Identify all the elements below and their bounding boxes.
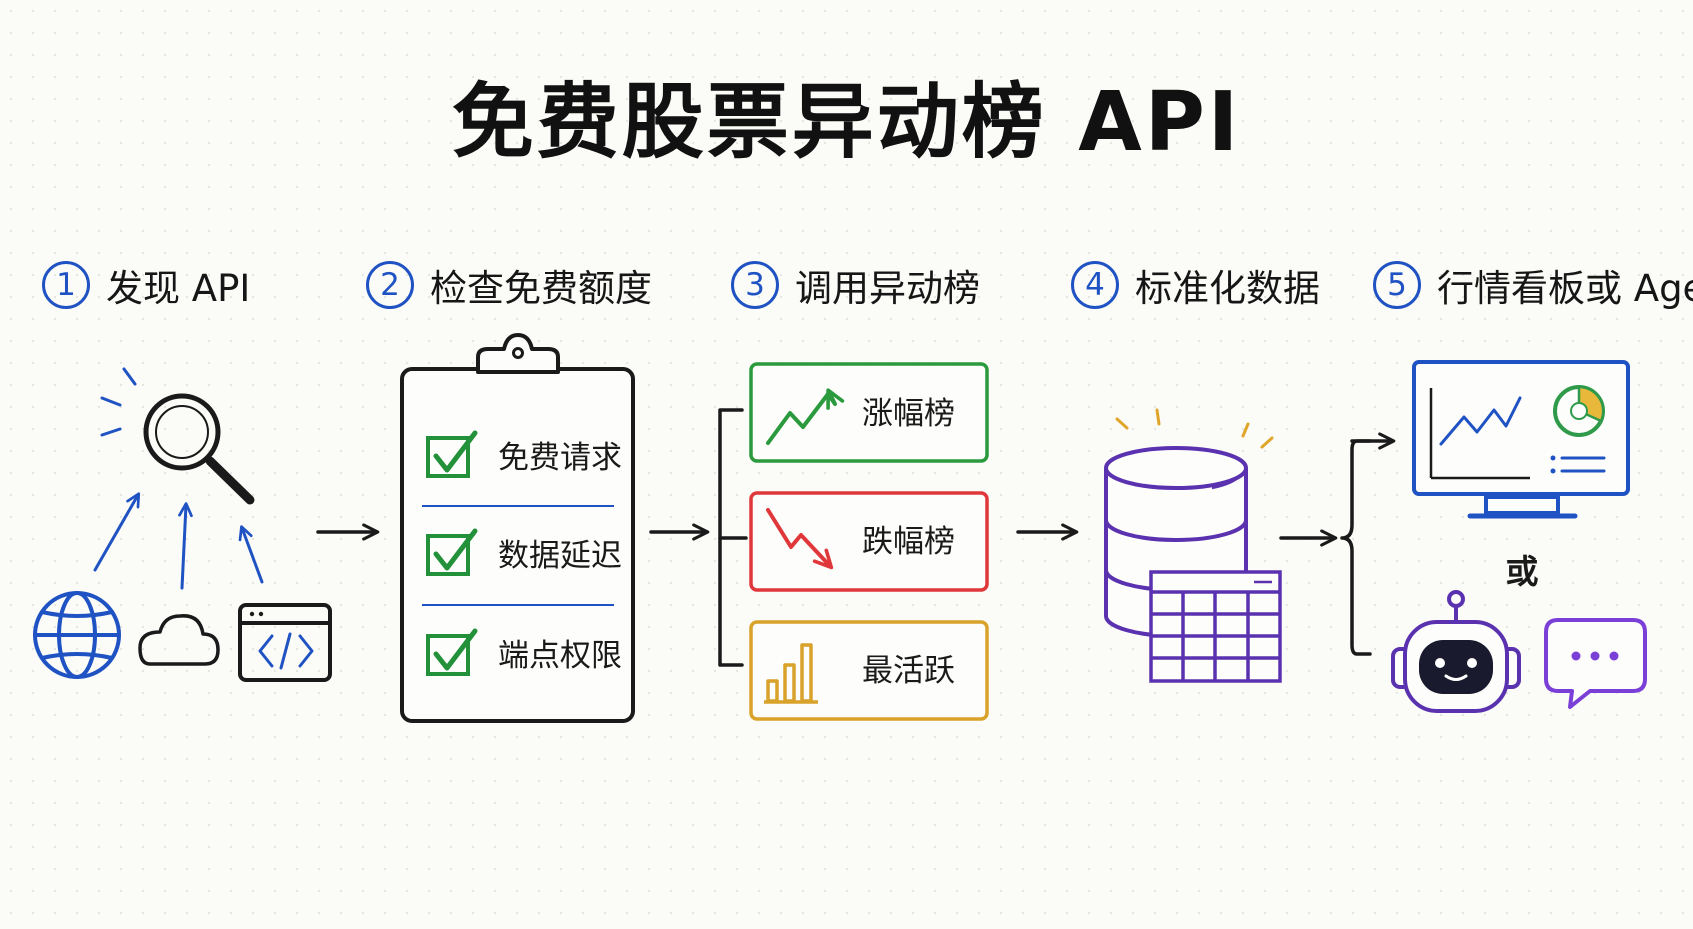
check-icon: [426, 528, 478, 576]
code-window-icon: [238, 603, 332, 682]
step-label: 标准化数据: [1135, 267, 1320, 310]
pie-chart-icon: [1553, 385, 1605, 437]
step-number-badge: 2: [366, 261, 414, 309]
cloud-icon: [138, 614, 220, 666]
check-icon: [426, 628, 478, 676]
sparkle-lines: [1115, 408, 1274, 449]
checklist-label: 端点权限: [498, 638, 622, 674]
step-label: 调用异动榜: [795, 267, 980, 310]
checklist-label: 数据延迟: [498, 538, 622, 574]
monitor-icon: [1412, 360, 1630, 519]
diagram-title: 免费股票异动榜 API: [451, 75, 1242, 170]
globe-icon: [33, 591, 121, 679]
trend-up-icon: [766, 388, 845, 445]
losers-board: 跌幅榜: [749, 491, 989, 592]
board-bracket: [718, 408, 748, 667]
step-label: 行情看板或 Agent: [1437, 267, 1693, 310]
checklist-item-free-requests: 免费请求: [426, 430, 622, 478]
checklist-item-endpoint-permission: 端点权限: [426, 628, 622, 676]
step-check-free-quota: 2 检查免费额度: [366, 257, 652, 313]
step-number-badge: 5: [1373, 261, 1421, 309]
board-label: 跌幅榜: [862, 524, 955, 560]
board-label: 涨幅榜: [862, 396, 955, 432]
search-icon: [100, 367, 255, 505]
bar-chart-icon: [764, 643, 818, 704]
checklist-label: 免费请求: [498, 440, 622, 476]
trend-down-icon: [766, 508, 834, 570]
flow-arrows: [316, 523, 1338, 547]
board-label: 最活跃: [862, 653, 955, 689]
step-discover-api: 1 发现 API: [42, 257, 250, 313]
most-active-board: 最活跃: [749, 620, 989, 721]
or-label: 或: [1506, 552, 1539, 591]
sparkle-lines: [100, 367, 137, 437]
step-dashboard-or-agent: 5 行情看板或 Agent: [1373, 257, 1693, 313]
step-label: 发现 API: [106, 267, 251, 310]
check-icon: [426, 430, 478, 478]
step-label: 检查免费额度: [430, 267, 652, 310]
step-number-badge: 1: [42, 261, 90, 309]
checklist-item-data-delay: 数据延迟: [426, 528, 622, 576]
robot-icon: [1391, 590, 1521, 713]
step-normalize-data: 4 标准化数据: [1071, 257, 1320, 313]
table-icon: [1149, 570, 1282, 683]
step-number-badge: 4: [1071, 261, 1119, 309]
discovery-arrows: [93, 492, 264, 590]
step-number-badge: 3: [731, 261, 779, 309]
trend-up-icon: [1439, 396, 1522, 446]
gainers-board: 涨幅榜: [749, 362, 989, 463]
step-call-movers: 3 调用异动榜: [731, 257, 980, 313]
output-brace: [1340, 432, 1396, 656]
chat-bubble-icon: [1544, 618, 1647, 709]
